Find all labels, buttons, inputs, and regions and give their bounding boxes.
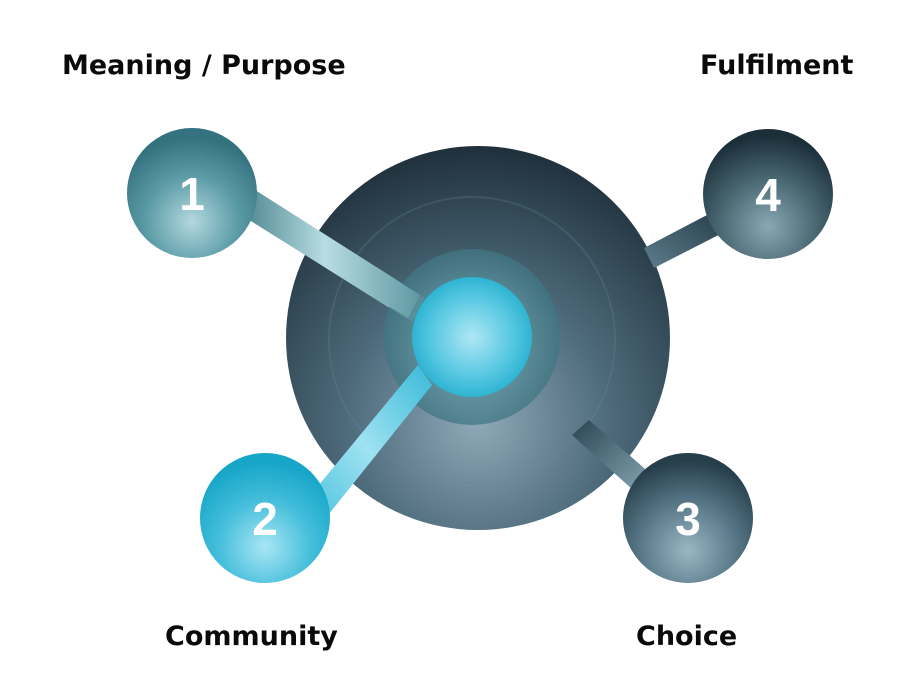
node-4-number: 4 bbox=[755, 169, 781, 221]
node-3-number: 3 bbox=[675, 493, 701, 545]
node-1-sphere bbox=[127, 128, 257, 258]
node-1[interactable]: 1 bbox=[127, 128, 257, 258]
label-choice: Choice bbox=[636, 621, 738, 652]
connector-1-overlay bbox=[230, 183, 420, 318]
node-3[interactable]: 3 bbox=[623, 453, 753, 583]
hub-core bbox=[412, 277, 532, 397]
node-4[interactable]: 4 bbox=[703, 129, 833, 259]
node-2-sphere bbox=[200, 453, 330, 583]
connector-2-overlay bbox=[300, 365, 432, 530]
node-2-number: 2 bbox=[252, 493, 278, 545]
hub-ring bbox=[328, 196, 616, 484]
node-3-sphere bbox=[623, 453, 753, 583]
node-4-sphere bbox=[703, 129, 833, 259]
node-2[interactable]: 2 bbox=[200, 453, 330, 583]
node-1-number: 1 bbox=[179, 168, 205, 220]
label-meaning-purpose: Meaning / Purpose bbox=[62, 50, 346, 81]
label-fulfilment: Fulfilment bbox=[700, 50, 854, 81]
label-community: Community bbox=[165, 621, 338, 652]
